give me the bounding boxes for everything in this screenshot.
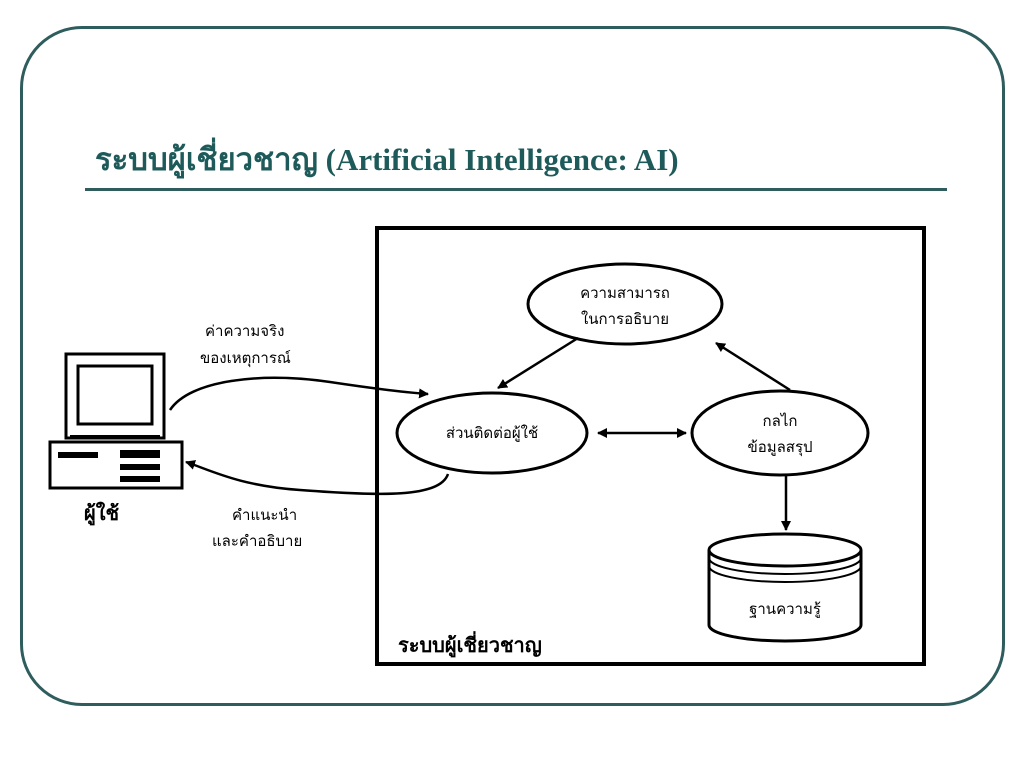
knowledge-base-cylinder bbox=[707, 532, 863, 643]
slide-title: ระบบผู้เชี่ยวชาญ (Artificial Intelligenc… bbox=[95, 142, 679, 177]
explanation-label-line2: ในการอธิบาย bbox=[581, 310, 669, 328]
user-interface-label: ส่วนติดต่อผู้ใช้ bbox=[446, 424, 538, 442]
inference-engine-node bbox=[690, 389, 870, 477]
explanation-node bbox=[526, 262, 724, 346]
facts-arrow bbox=[168, 376, 429, 411]
user-label: ผู้ใช้ bbox=[84, 501, 119, 527]
title-underline bbox=[85, 188, 947, 191]
inference-to-explanation-arrow bbox=[715, 341, 791, 392]
advice-label-line1: คำแนะนำ bbox=[232, 506, 297, 524]
inference-label-line1: กลไก bbox=[763, 412, 798, 430]
explanation-to-interface-arrow bbox=[497, 336, 579, 390]
facts-label-line1: ค่าความจริง bbox=[205, 322, 284, 340]
inference-label-line2: ข้อมูลสรุป bbox=[747, 438, 812, 457]
user-interface-node bbox=[395, 391, 589, 475]
explanation-label-line1: ความสามารถ bbox=[580, 284, 670, 302]
advice-arrow bbox=[185, 460, 450, 496]
computer-icon bbox=[48, 352, 184, 490]
knowledge-base-label: ฐานความรู้ bbox=[749, 600, 821, 618]
slide-frame bbox=[20, 26, 1005, 706]
advice-label-line2: และคำอธิบาย bbox=[212, 532, 302, 550]
expert-system-label: ระบบผู้เชี่ยวชาญ bbox=[398, 630, 542, 659]
facts-label-line2: ของเหตุการณ์ bbox=[200, 349, 291, 368]
